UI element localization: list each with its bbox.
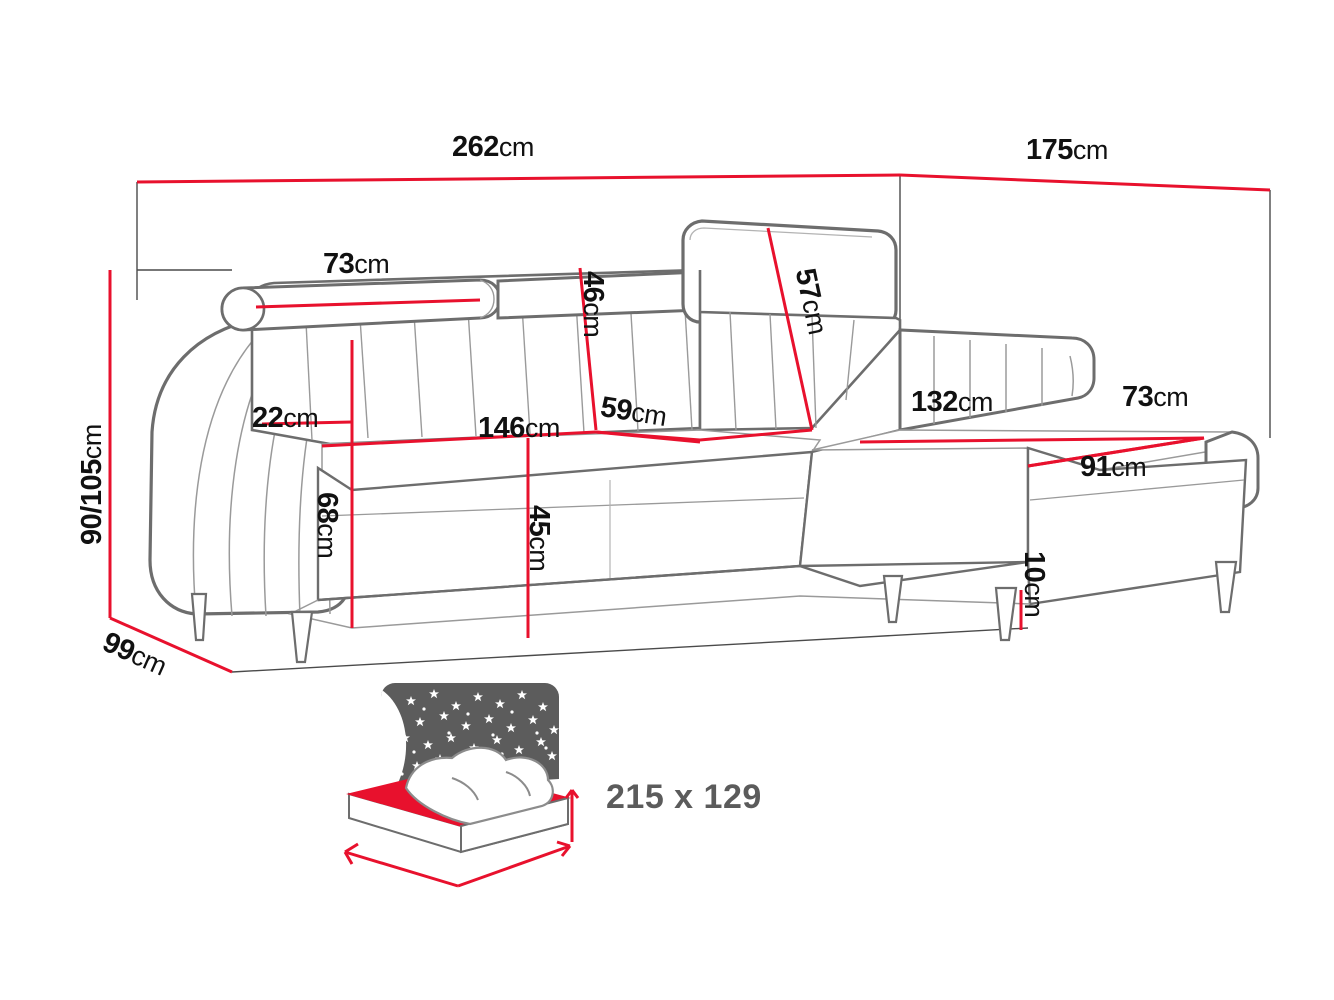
dim-label-overall-height: 90/105cm	[76, 424, 108, 545]
dimline-132	[859, 436, 1205, 444]
crescent-moon-icon	[381, 686, 406, 790]
dimline-46	[578, 267, 598, 431]
dim-label-armrest-width: 22cm	[252, 402, 319, 434]
leg-chaise-right	[1214, 560, 1238, 614]
corner-headrest	[681, 219, 898, 329]
corner-backrest-panel	[698, 270, 902, 432]
dim-label-chaise-depth: 73cm	[1122, 381, 1189, 413]
dimline-57	[766, 227, 814, 431]
dim-label-seat-width: 146cm	[478, 412, 560, 444]
dimline-59-helper	[595, 430, 701, 444]
dim-label-total-width: 262cm	[452, 131, 534, 163]
dimline-73-bolster	[255, 298, 481, 309]
leg-back-left	[190, 592, 208, 642]
leg-chaise-front	[994, 586, 1018, 642]
dimline-175	[899, 173, 1271, 192]
bed-arrow-width	[457, 844, 571, 888]
dim-label-chaise-seat: 91cm	[1080, 451, 1147, 483]
dim-label-total-depth-right: 175cm	[1026, 134, 1108, 166]
dimline-73-chaise	[1027, 436, 1205, 468]
dimline-146	[321, 430, 597, 448]
leg-front-left	[290, 610, 314, 664]
bed-arrow-length	[344, 850, 459, 888]
chaise-backrest	[898, 328, 1096, 432]
dim-label-leg-height: 10cm	[1018, 551, 1050, 618]
sofa-bed-sleeping-area-icon	[343, 683, 580, 888]
pillow-fold-1	[505, 771, 531, 797]
sleeping-area-label: 215 x 129	[606, 778, 762, 816]
dim-label-seat-height: 45cm	[523, 505, 555, 572]
dim-label-armrest-top-length: 73cm	[323, 248, 390, 280]
sofa-legs	[190, 560, 1238, 664]
bed-dimension-arrows	[343, 789, 580, 888]
dim-label-backrest-height: 46cm	[577, 271, 609, 338]
leg-corner	[882, 574, 904, 624]
backrest-tufting	[305, 291, 693, 441]
duvet-pillows	[404, 746, 554, 826]
dim-label-armrest-height: 68cm	[311, 492, 343, 559]
pillow-fold-2	[451, 777, 479, 801]
dimline-22	[261, 420, 353, 426]
dimline-99	[109, 616, 233, 674]
dimline-262	[136, 173, 901, 184]
dimension-lines	[108, 173, 1271, 674]
dim-label-chaise-width: 132cm	[911, 386, 993, 418]
sofa-illustration	[148, 219, 1260, 664]
